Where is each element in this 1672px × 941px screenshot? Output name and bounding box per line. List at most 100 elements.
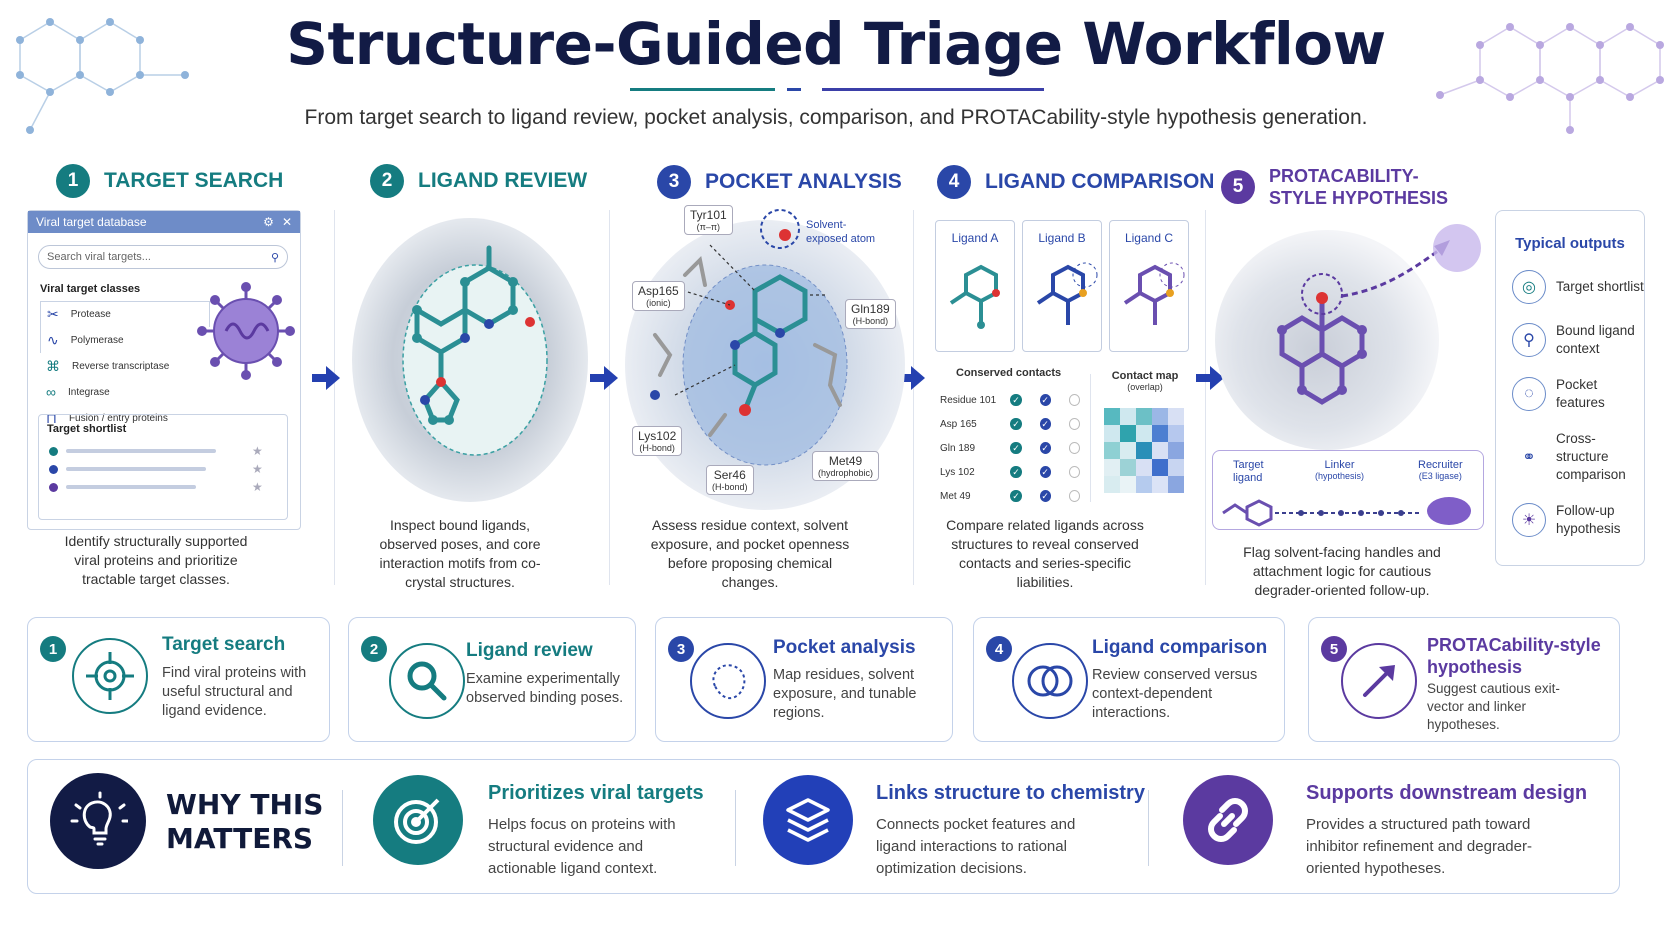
- residue-label-gln189: Gln189 (H-bond): [845, 299, 896, 329]
- target-class-list: ✂ Protease ∿ Polymerase ⌘ Reverse transc…: [40, 301, 210, 431]
- list-item[interactable]: ∿ Polymerase: [40, 327, 210, 353]
- bullet-icon: [49, 482, 58, 492]
- star-icon[interactable]: ★: [252, 462, 263, 476]
- membrane-icon: ⊓: [46, 409, 57, 426]
- step-5-caption: Flag solvent-facing handles and attachme…: [1243, 544, 1441, 598]
- bullet-icon: [49, 446, 58, 456]
- card-number: 1: [40, 636, 66, 662]
- check-icon: ✓: [1039, 490, 1051, 502]
- card-text: Find viral proteins with useful structur…: [162, 665, 307, 719]
- card-text: Suggest cautious exit-vector and linker …: [1427, 681, 1560, 732]
- why-item-title: Supports downstream design: [1306, 782, 1588, 804]
- ligand-c-box: Ligand C: [1109, 220, 1189, 352]
- table-row: Met 49 ✓ ✓: [940, 484, 1080, 508]
- linker-label: Linker (hypothesis): [1315, 459, 1365, 481]
- viral-target-database-panel: Viral target database ⚙ ✕ Search viral t…: [27, 210, 301, 530]
- column-divider: [334, 210, 335, 585]
- residue-label-lys102: Lys102 (H-bond): [632, 426, 683, 456]
- bullet-icon: [49, 464, 58, 474]
- ligand-a-structure: [949, 264, 1000, 329]
- conserved-contacts-table: Residue 101 ✓ ✓ Asp 165 ✓ ✓ Gln 189 ✓ ✓ …: [940, 388, 1080, 508]
- card-text: Review conserved versus context-dependen…: [1092, 667, 1258, 721]
- search-icon[interactable]: ⚲: [270, 251, 279, 264]
- protac-schematic-box: Target ligand Linker (hypothesis) Recrui…: [1212, 450, 1484, 530]
- step-5-title: PROTACABILITY-STYLE HYPOTHESIS: [1269, 166, 1449, 208]
- search-input[interactable]: Search viral targets... ⚲: [38, 245, 288, 269]
- crosshair-icon: [72, 638, 148, 714]
- card-title: Pocket analysis: [773, 637, 916, 658]
- summary-card-protacability: 5 PROTACability-style hypothesis Suggest…: [1308, 617, 1620, 742]
- ligand-c-label: Ligand C: [1124, 231, 1174, 245]
- ligand-review-illustration: [352, 218, 588, 502]
- why-divider: [342, 790, 343, 866]
- step-2-caption: Inspect bound ligands, observed poses, a…: [379, 517, 541, 590]
- empty-check-icon: [1068, 466, 1080, 478]
- link-icon: [1183, 775, 1273, 865]
- step-4-number: 4: [937, 165, 971, 199]
- empty-check-icon: [1068, 394, 1080, 406]
- database-header: Viral target database ⚙ ✕: [28, 211, 300, 233]
- class-label: Fusion / entry proteins: [68, 412, 168, 424]
- ligand-a-label: Ligand A: [951, 231, 999, 245]
- wave-icon: ∿: [47, 331, 59, 348]
- residue-label-tyr101: Tyr101 (π–π): [684, 205, 733, 235]
- residue-label-asp165: Asp165 (ionic): [632, 281, 685, 311]
- why-item-title: Links structure to chemistry: [876, 782, 1145, 804]
- card-number: 3: [668, 636, 694, 662]
- ligand-a-box: Ligand A: [935, 220, 1015, 352]
- dna-helix-icon: ∞: [46, 384, 56, 400]
- list-item[interactable]: ★: [49, 462, 287, 476]
- output-item: ☀ Follow-up hypothesis: [1512, 502, 1644, 538]
- list-item[interactable]: ⊓ Fusion / entry proteins: [40, 405, 210, 431]
- check-icon: ✓: [1010, 490, 1022, 502]
- contact-map-heatmap: [1104, 408, 1184, 493]
- dna-icon: ⌘: [46, 357, 60, 374]
- card-title: PROTACability-style hypothesis: [1427, 635, 1601, 677]
- lightbulb-icon: ☀: [1512, 503, 1546, 537]
- output-item: ◎ Target shortlist: [1512, 270, 1644, 304]
- search-placeholder: Search viral targets...: [47, 251, 151, 263]
- step-2-number: 2: [370, 164, 404, 198]
- residue-label-ser46: Ser46 (H-bond): [706, 465, 754, 495]
- check-icon: ✓: [1039, 394, 1051, 406]
- solvent-exposed-label: Solvent-exposed atom: [806, 219, 876, 245]
- virus-icon: [197, 282, 295, 380]
- contact-map-title: Contact map (overlap): [1111, 370, 1179, 392]
- summary-card-ligand-comparison: 4 Ligand comparison Review conserved ver…: [973, 617, 1285, 742]
- list-item[interactable]: ✂ Protease: [40, 301, 210, 327]
- pocket-icon: [690, 643, 766, 719]
- check-icon: ✓: [1010, 394, 1022, 406]
- ligand-b-box: Ligand B: [1022, 220, 1102, 352]
- list-item[interactable]: ⌘ Reverse transcriptase: [40, 353, 210, 379]
- star-icon[interactable]: ★: [252, 444, 263, 458]
- step-3-number: 3: [657, 165, 691, 199]
- step-2-title: LIGAND REVIEW: [418, 169, 588, 192]
- scissors-icon: ✂: [47, 306, 59, 322]
- star-icon[interactable]: ★: [252, 480, 263, 494]
- target-ligand-label: Target ligand: [1233, 459, 1264, 484]
- table-row: Asp 165 ✓ ✓: [940, 412, 1080, 436]
- layers-icon: [763, 775, 853, 865]
- output-item: ◌ Pocket features: [1512, 376, 1644, 412]
- card-title: Target search: [162, 634, 286, 655]
- list-item[interactable]: ∞ Integrase: [40, 379, 210, 405]
- pocket-icon: ◌: [1512, 377, 1546, 411]
- column-divider: [913, 210, 914, 585]
- pocket-analysis-illustration: [625, 209, 905, 510]
- check-icon: ✓: [1010, 442, 1022, 454]
- target-icon: [373, 775, 463, 865]
- table-row: Lys 102 ✓ ✓: [940, 460, 1080, 484]
- list-item[interactable]: ★: [49, 480, 287, 494]
- typical-outputs-panel: Typical outputs ◎ Target shortlist ⚲ Bou…: [1495, 210, 1645, 566]
- settings-icon[interactable]: ⚙: [263, 215, 274, 229]
- class-label: Reverse transcriptase: [72, 360, 170, 372]
- step-5-header: 5 PROTACABILITY-STYLE HYPOTHESIS: [1221, 165, 1469, 209]
- step-1-number: 1: [56, 164, 90, 198]
- why-title: WHY THIS MATTERS: [166, 788, 324, 855]
- flow-arrow: [312, 366, 340, 390]
- step-1-header: 1 TARGET SEARCH: [56, 164, 283, 198]
- close-icon[interactable]: ✕: [281, 215, 292, 229]
- step-4-title: LIGAND COMPARISON: [985, 170, 1215, 193]
- output-item: ⚭ Cross-structure comparison: [1512, 430, 1644, 484]
- list-item[interactable]: ★: [49, 444, 287, 458]
